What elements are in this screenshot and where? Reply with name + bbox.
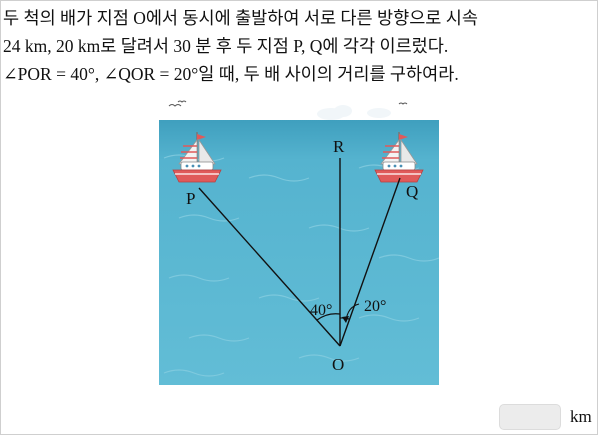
boat-p-icon [172,132,222,183]
label-O: O [332,355,344,374]
seagulls [168,100,408,107]
problem-line-1: 두 척의 배가 지점 O에서 동시에 출발하여 서로 다른 방향으로 시속 [3,8,478,28]
problem-line-2: 24 km, 20 km로 달려서 30 분 후 두 지점 P, Q에 각각 이… [3,36,449,56]
problem-line-3: ∠POR = 40°, ∠QOR = 20°일 때, 두 배 사이의 거리를 구… [3,64,459,84]
segment-OP [198,187,341,347]
answer-row: km [499,403,592,431]
label-angle-QOR: 20° [364,298,386,315]
cloud [317,105,391,120]
boat-q-icon [374,132,424,183]
label-Q: Q [406,182,418,201]
problem-text: 두 척의 배가 지점 O에서 동시에 출발하여 서로 다른 방향으로 시속 24… [3,4,595,88]
answer-input[interactable] [499,404,561,430]
segment-OQ [339,177,401,347]
arrow-head [342,316,349,323]
sky [159,98,439,120]
answer-unit: km [570,407,592,426]
arc-angle-POR [316,313,341,321]
label-P: P [186,189,195,208]
boat-diagram: R P Q O 40° 20° [159,98,440,385]
label-angle-POR: 40° [310,302,332,319]
label-R: R [333,137,345,156]
